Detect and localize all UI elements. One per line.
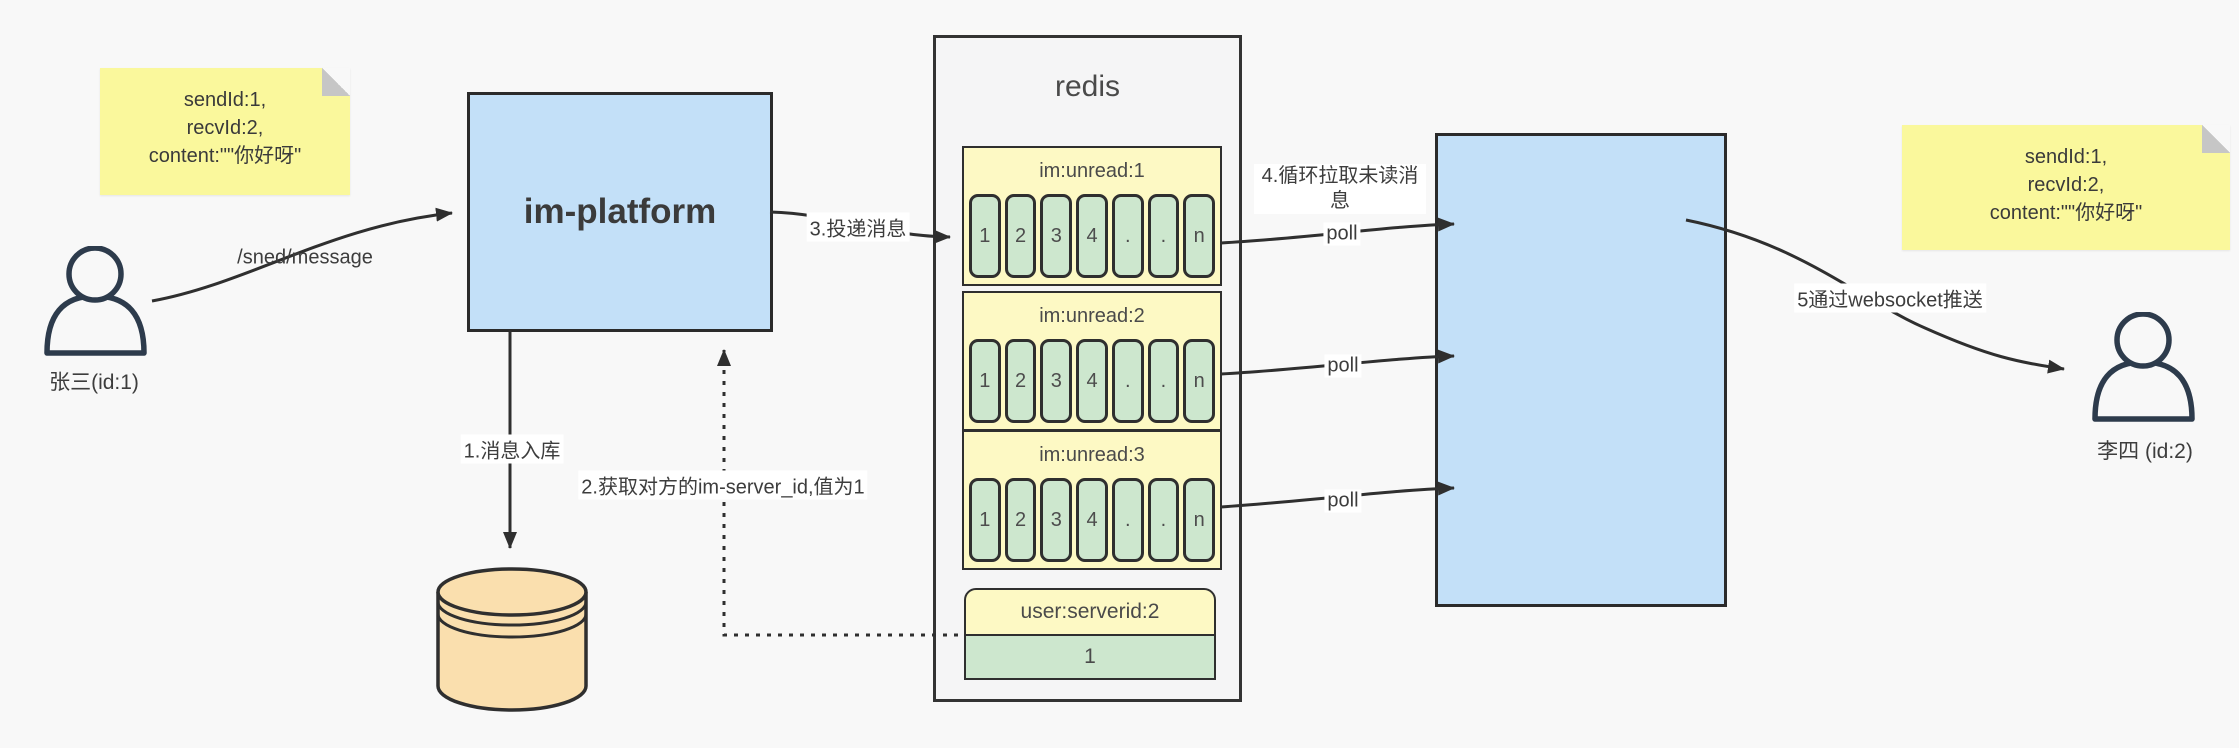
- queue-cell: 2: [1004, 339, 1037, 423]
- queue-cell: n: [1183, 478, 1216, 562]
- queue-im-unread-3: im:unread:3 1 2 3 4 . . n: [962, 430, 1222, 570]
- user-serverid-map: user:serverid:2 1: [964, 588, 1216, 680]
- queue-im-unread-2: im:unread:2 1 2 3 4 . . n: [962, 291, 1222, 431]
- note-line: content:""你好呀": [1989, 202, 2143, 224]
- note-line: recvId:2,: [186, 117, 264, 139]
- note-fold-icon: [2202, 125, 2230, 153]
- poll-label-2: poll: [1324, 354, 1362, 378]
- note-line: sendId:1,: [183, 89, 267, 111]
- queue-cell: 1: [969, 339, 1001, 423]
- queue-cell: 4: [1076, 339, 1108, 423]
- note-line: recvId:2,: [2027, 174, 2105, 196]
- im-platform-label: im-platform: [523, 192, 717, 231]
- queue-cell: 4: [1076, 478, 1108, 562]
- note-fold-icon: [322, 68, 350, 96]
- queue-cell: .: [1111, 478, 1144, 562]
- queue-cell: 3: [1040, 339, 1073, 423]
- queue-cell: n: [1183, 194, 1216, 278]
- queue-cell: 4: [1076, 194, 1108, 278]
- queue-cell: .: [1147, 339, 1180, 423]
- queue-cell: 3: [1040, 478, 1073, 562]
- poll-label-3: poll: [1324, 489, 1362, 513]
- note-line: content:""你好呀": [148, 145, 302, 167]
- queue-cell: 2: [1004, 194, 1037, 278]
- receiver-person-icon: [2086, 311, 2201, 424]
- pull-edge-label: 4.循环拉取未读消息: [1254, 164, 1426, 214]
- queue-im-unread-1: im:unread:1 1 2 3 4 . . n: [962, 146, 1222, 286]
- queue-cell: .: [1147, 478, 1180, 562]
- deliver-edge-label: 3.投递消息: [806, 212, 910, 242]
- queue-cell: .: [1111, 339, 1144, 423]
- user-serverid-key: user:serverid:2: [964, 588, 1216, 636]
- queue-cell: .: [1111, 194, 1144, 278]
- queue-cell: 3: [1040, 194, 1073, 278]
- sender-label: 张三(id:1): [49, 371, 139, 394]
- store-edge-label: 1.消息入库: [460, 434, 564, 464]
- queue-header: im:unread:3: [1039, 444, 1145, 466]
- push-edge-label: 5通过websocket推送: [1794, 283, 1986, 313]
- receiver-label: 李四 (id:2): [2097, 440, 2193, 463]
- queue-cell: n: [1183, 339, 1216, 423]
- im-platform-node: im-platform: [467, 92, 773, 332]
- queue-cell: 1: [969, 194, 1001, 278]
- redis-title: redis: [1054, 70, 1121, 103]
- queue-cell: 1: [969, 478, 1001, 562]
- lookup-edge-label: 2.获取对方的im-server_id,值为1: [578, 470, 868, 500]
- queue-cell: .: [1147, 194, 1180, 278]
- im-server-group: [1435, 133, 1727, 607]
- sticky-note-left: sendId:1, recvId:2, content:""你好呀": [100, 68, 350, 195]
- redis-container: redis im:unread:1 1 2 3 4 . . n im:unrea…: [933, 35, 1242, 702]
- user-serverid-value: 1: [964, 636, 1216, 680]
- mysql-db-icon: [435, 566, 589, 716]
- sticky-note-right: sendId:1, recvId:2, content:""你好呀": [1902, 125, 2230, 250]
- queue-header: im:unread:2: [1039, 305, 1145, 327]
- note-line: sendId:1,: [2024, 146, 2108, 168]
- queue-header: im:unread:1: [1039, 160, 1145, 182]
- send-edge-label: /sned/message: [237, 246, 373, 269]
- sender-person-icon: [38, 245, 153, 358]
- queue-cell: 2: [1004, 478, 1037, 562]
- poll-label-1: poll: [1323, 222, 1361, 246]
